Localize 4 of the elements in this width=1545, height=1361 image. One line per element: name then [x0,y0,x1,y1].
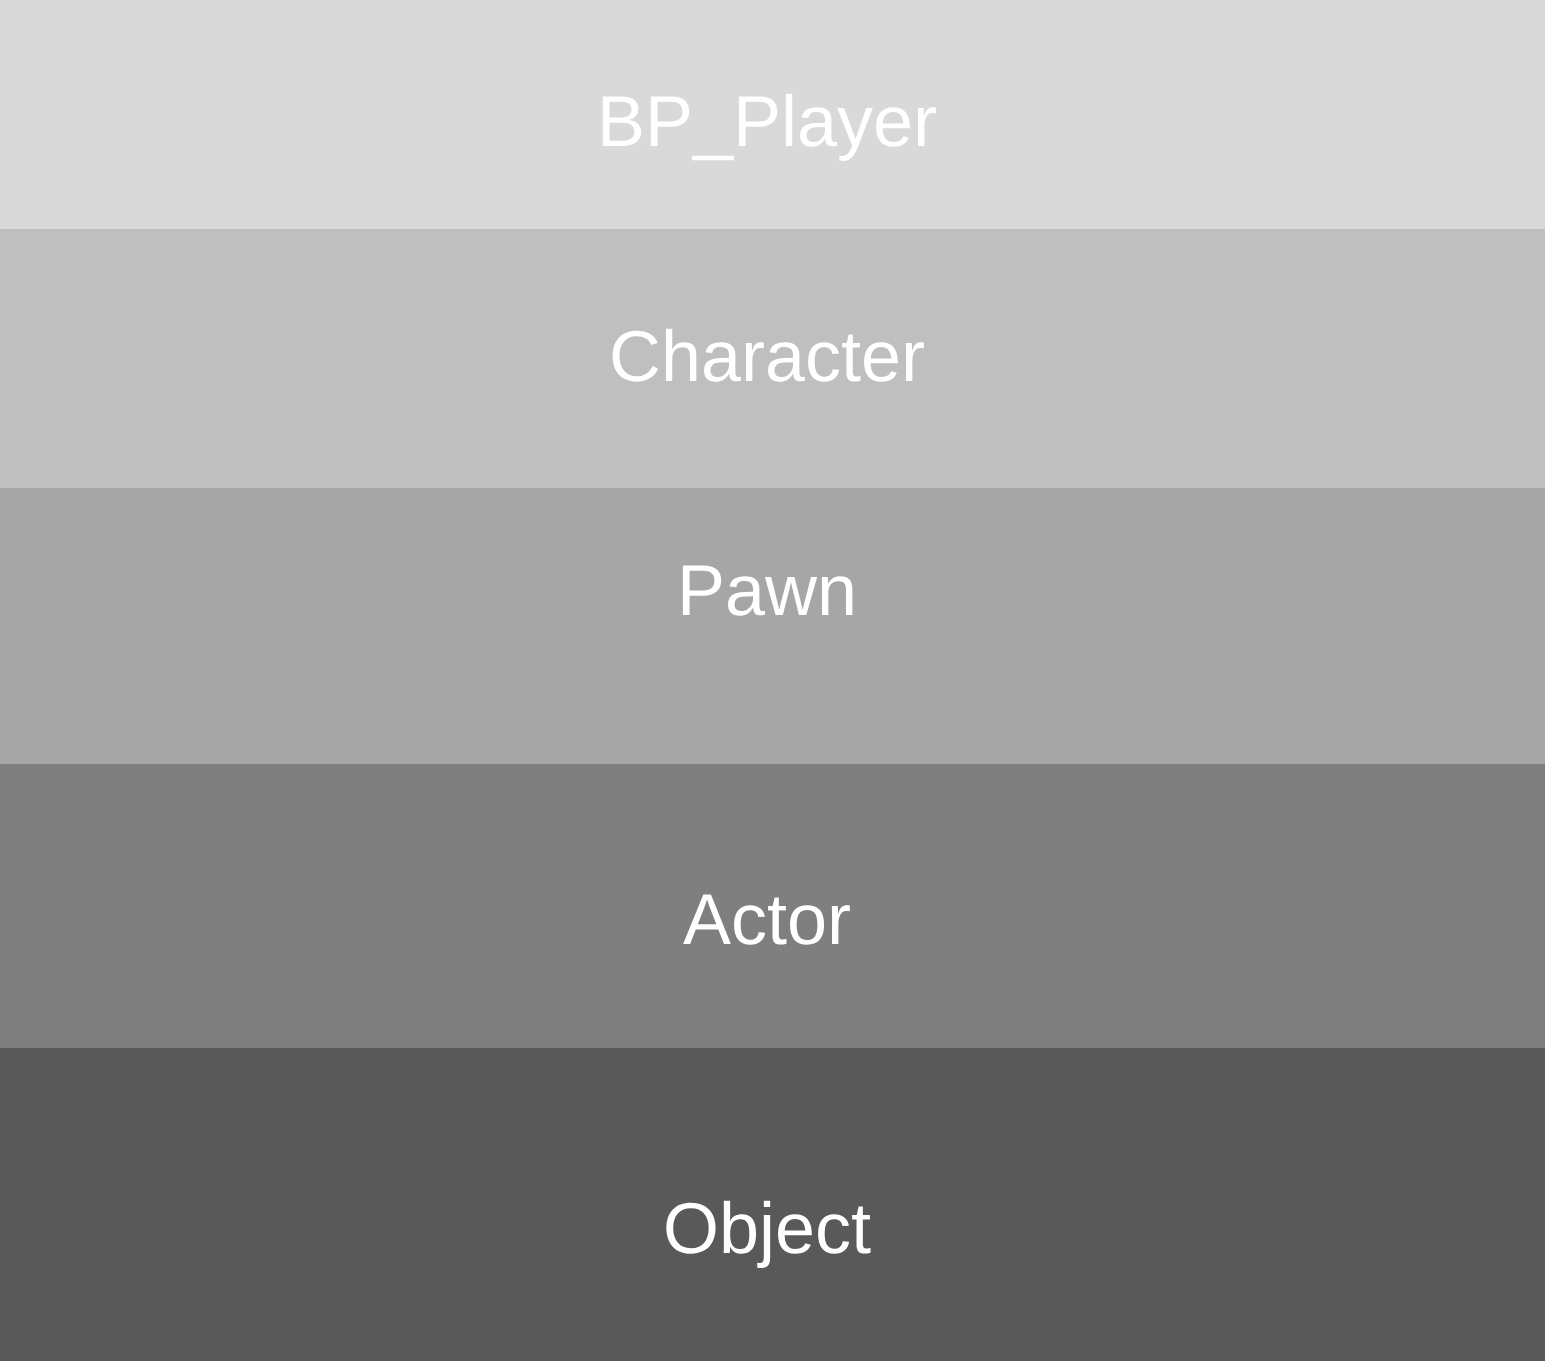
layer-band: Actor [0,764,1545,1048]
layer-band: Pawn [0,488,1545,764]
layer-band: Character [0,229,1545,488]
layer-band: Object [0,1048,1545,1361]
